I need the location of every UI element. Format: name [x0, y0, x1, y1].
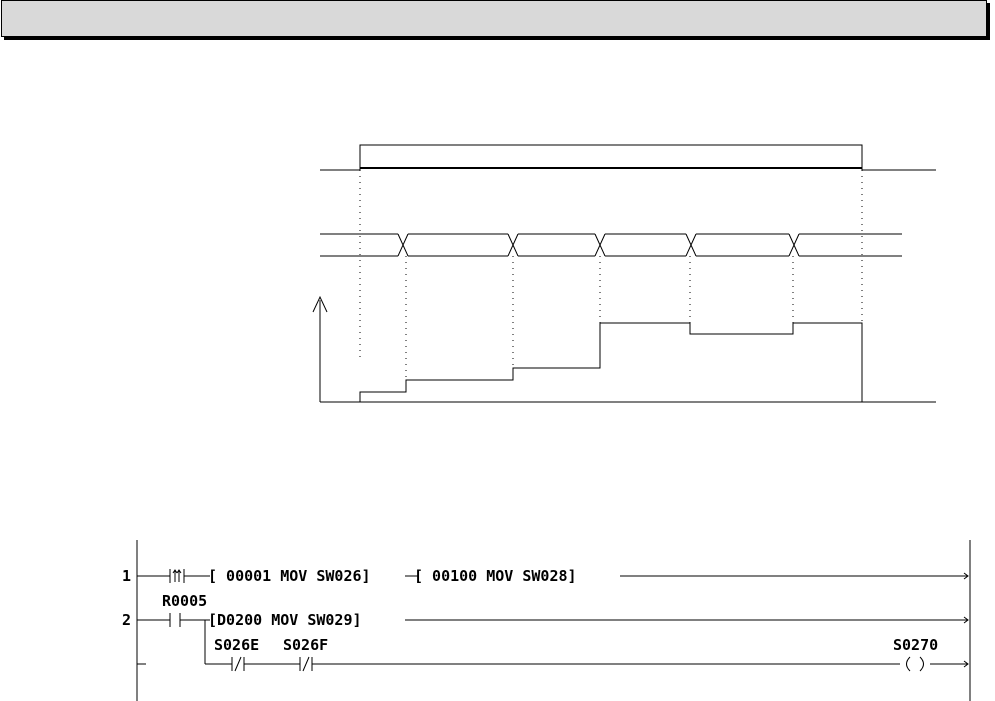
header-bar: [1, 0, 987, 37]
axis-arrow-icon: [312, 295, 328, 313]
signal-staircase: [359, 322, 863, 402]
signal-bus: [320, 233, 902, 257]
coil-s0270-label: S0270: [893, 636, 938, 654]
contact-s026f-label: S026F: [283, 636, 328, 654]
timing-guides: [359, 170, 863, 380]
rung-2-instr: [D0200 MOV SW029]: [208, 611, 362, 629]
rung-1: [137, 569, 969, 583]
rung-2: [137, 613, 969, 672]
rung-1-instr-2: [ 00100 MOV SW028]: [414, 567, 577, 585]
signal-pulse: [320, 144, 936, 171]
contact-r0005-label: R0005: [162, 592, 207, 610]
rung-1-instr-1: [ 00001 MOV SW026]: [208, 567, 371, 585]
rung-1-number: 1: [122, 567, 131, 585]
rung-2-number: 2: [122, 611, 131, 629]
contact-s026e-label: S026E: [214, 636, 259, 654]
timing-diagram: [312, 144, 936, 403]
